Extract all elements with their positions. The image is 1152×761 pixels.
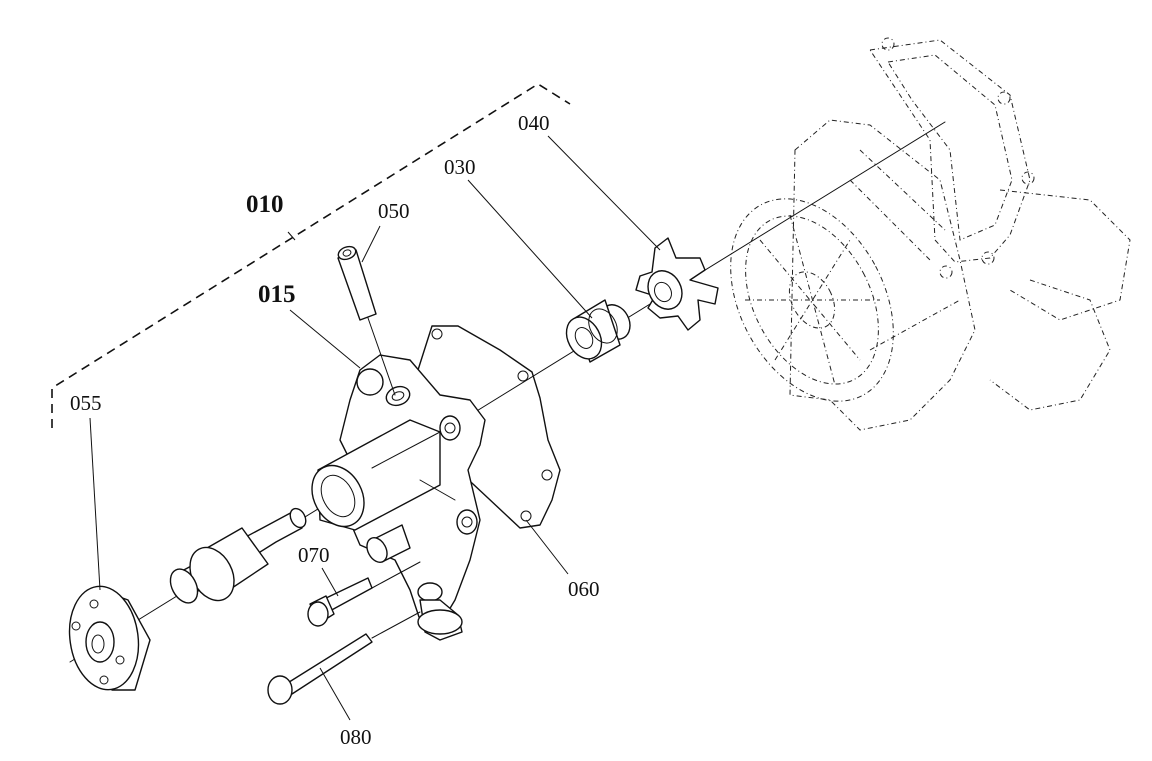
label-080: 080 bbox=[340, 725, 372, 749]
callout-line-050 bbox=[361, 225, 381, 263]
bolt-070 bbox=[307, 561, 421, 627]
label-030: 030 bbox=[444, 155, 476, 179]
pulley-flange-055 bbox=[68, 585, 151, 691]
impeller-040 bbox=[635, 237, 719, 331]
callout-line-030 bbox=[467, 179, 593, 319]
label-055: 055 bbox=[70, 391, 102, 415]
label-050: 050 bbox=[378, 199, 410, 223]
callout-line-040 bbox=[547, 135, 661, 251]
label-070: 070 bbox=[298, 543, 330, 567]
callout-line-070 bbox=[321, 567, 339, 597]
kit-bracket bbox=[51, 83, 571, 428]
engine-block bbox=[789, 37, 1131, 431]
seal-030 bbox=[565, 299, 631, 363]
label-060: 060 bbox=[568, 577, 600, 601]
label-040: 040 bbox=[518, 111, 550, 135]
pipe-050 bbox=[337, 245, 396, 396]
callout-line-015 bbox=[289, 309, 361, 369]
callout-line-055 bbox=[89, 417, 101, 591]
label-010: 010 bbox=[246, 191, 284, 218]
pump-housing-015 bbox=[311, 354, 486, 641]
label-015: 015 bbox=[258, 281, 296, 308]
callout-line-010 bbox=[287, 231, 296, 241]
engine-pump-seat bbox=[730, 198, 894, 402]
callout-line-060 bbox=[525, 519, 569, 575]
shaft-bearing bbox=[169, 507, 307, 604]
bolt-080 bbox=[267, 611, 421, 705]
callout-line-080 bbox=[319, 667, 351, 721]
